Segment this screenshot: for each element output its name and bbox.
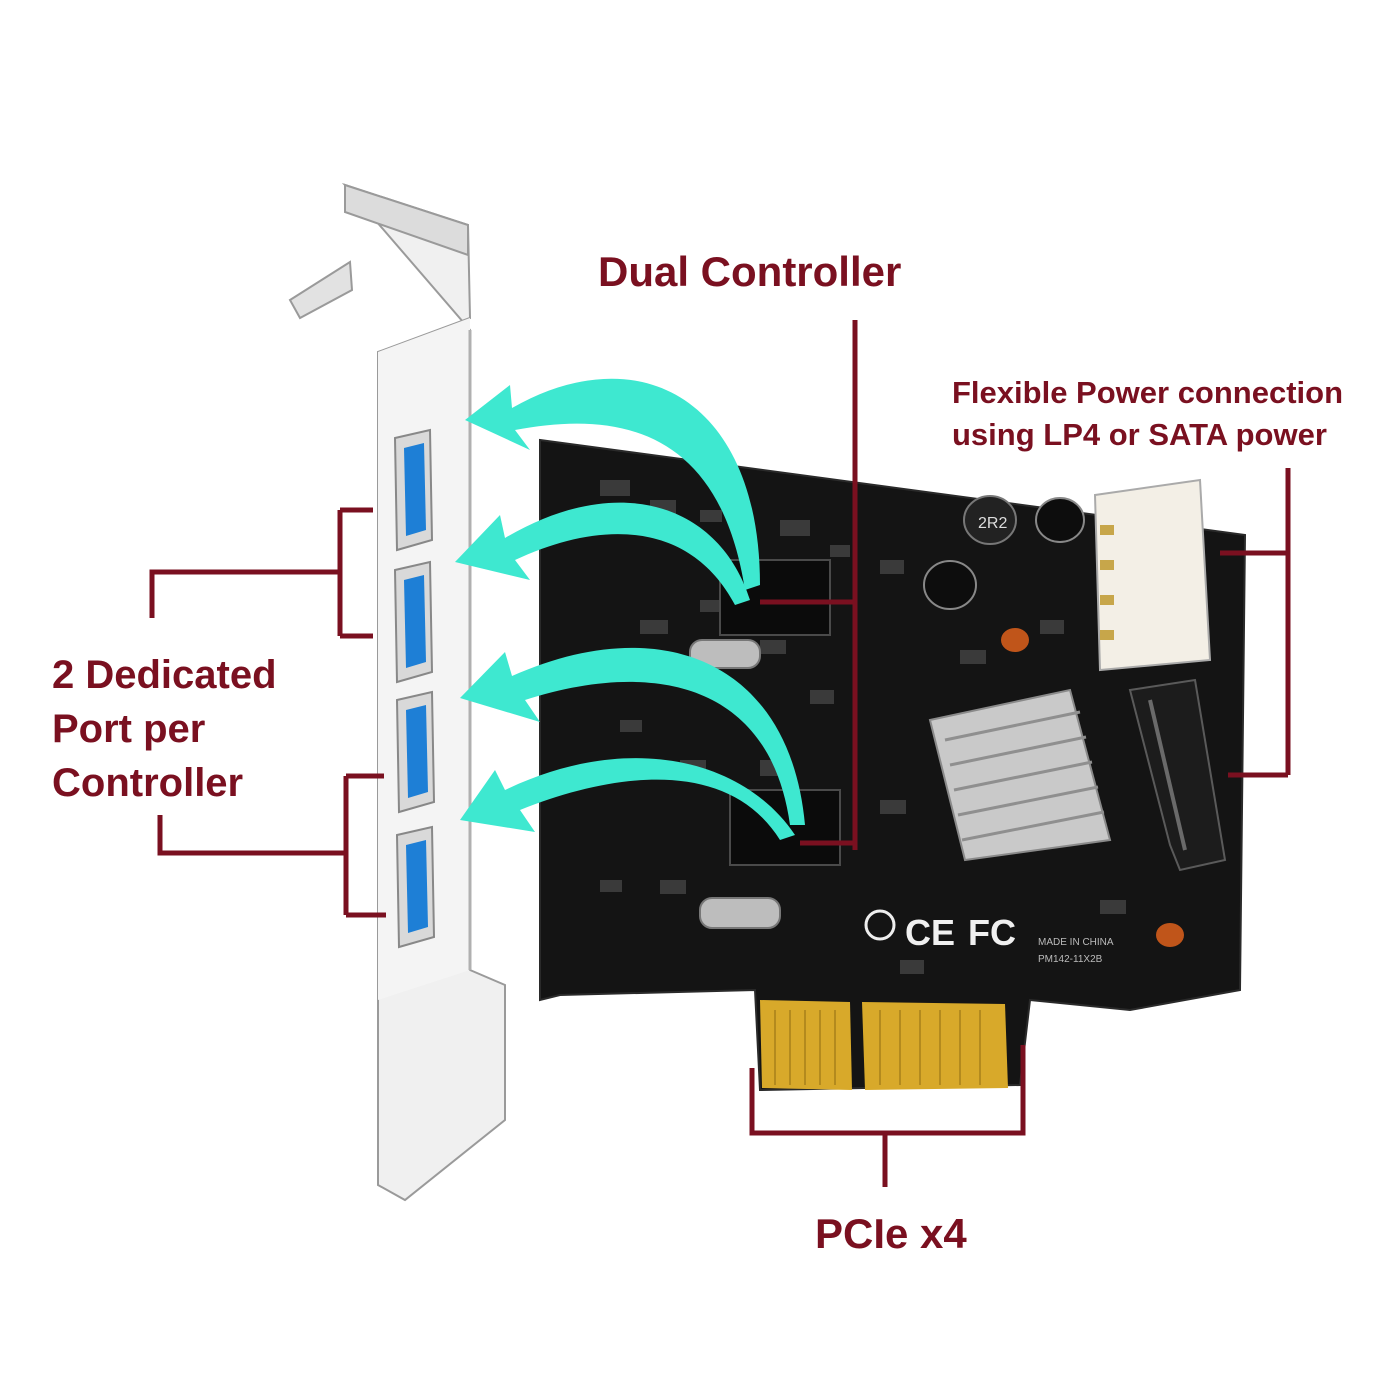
pcb-board	[539, 438, 1247, 1092]
regulatory-marks: CE FC MADE IN CHINA PM142-11X2B	[864, 909, 1114, 965]
dedicated-ports-label: 2 Dedicated Port per Controller	[52, 648, 277, 810]
ce-mark-text: CE	[905, 912, 955, 953]
capacitors: 2R2	[923, 495, 1184, 947]
molex-connector-icon	[1093, 478, 1212, 672]
ports-lower-bracket	[157, 773, 386, 918]
pcie-bracket	[749, 1045, 1026, 1187]
flex-power-bracket	[1220, 468, 1291, 778]
pcie-label: PCIe x4	[815, 1210, 967, 1257]
usb-ports	[393, 428, 436, 949]
model-mark: PM142-11X2B	[1038, 954, 1103, 965]
flexible-power-line-2: using LP4 or SATA power	[952, 417, 1327, 452]
usb-port-icon	[395, 690, 436, 814]
inductor-marking: 2R2	[978, 515, 1007, 532]
flexible-power-line-1: Flexible Power connection	[952, 375, 1344, 410]
dedicated-ports-line-1: 2 Dedicated	[52, 653, 277, 697]
curved-arrow-icon	[465, 378, 760, 590]
usb-port-icon	[393, 560, 434, 684]
heatsink-icon	[928, 688, 1112, 862]
dual-controller-label: Dual Controller	[598, 248, 902, 295]
flexible-power-label: Flexible Power connection using LP4 or S…	[952, 372, 1343, 456]
made-in-mark: MADE IN CHINA	[1038, 937, 1114, 948]
callout-lines	[149, 320, 1291, 1187]
dual-controller-leader	[760, 320, 858, 850]
ce-mark-icon	[864, 909, 896, 941]
dedicated-ports-line-3: Controller	[52, 761, 244, 805]
dedicated-ports-line-2: Port per	[52, 707, 206, 751]
sata-power-connector-icon	[1128, 678, 1227, 872]
ports-upper-bracket	[149, 507, 373, 639]
usb-port-icon	[395, 825, 436, 949]
pcie-edge-connector	[760, 1000, 1008, 1090]
curved-arrows	[455, 378, 805, 840]
curved-arrow-icon	[460, 647, 805, 825]
curved-arrow-icon	[460, 758, 795, 840]
curved-arrow-icon	[455, 502, 750, 605]
fc-mark-icon: FC	[968, 912, 1016, 953]
usb-port-icon	[393, 428, 434, 552]
